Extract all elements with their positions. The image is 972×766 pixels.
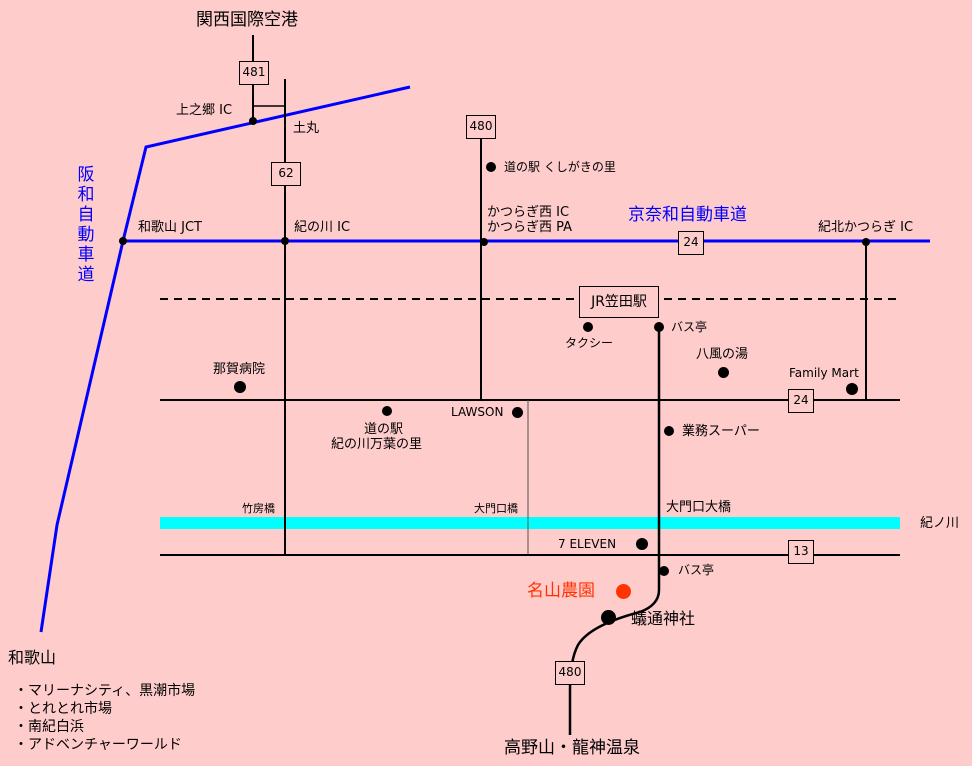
- wakayama-spot: アドベンチャーワールド: [14, 736, 195, 754]
- kaminogo-junction: [249, 117, 257, 125]
- michinoeki-marker: [382, 406, 392, 416]
- route-13-sign: 13: [788, 540, 814, 564]
- seven-eleven-label: 7 ELEVEN: [558, 537, 617, 551]
- hanwa-expressway: [39, 85, 411, 633]
- route-480-south-sign: 480: [555, 661, 585, 685]
- bus-stop-1-label: バス亭: [671, 320, 708, 334]
- wakayama-spot: 南紀白浜: [14, 718, 195, 736]
- katsuragi-nishi-junction: [480, 238, 488, 246]
- daimonguchi-ohashi-label: 大門口大橋: [666, 500, 732, 515]
- nayama-farm-marker[interactable]: [616, 584, 631, 599]
- gyomu-super-label: 業務スーパー: [682, 424, 760, 439]
- michinoeki-label-line2: 紀の川万葉の里: [331, 437, 423, 452]
- family-mart-label: Family Mart: [789, 366, 859, 380]
- nayama-farm-label[interactable]: 名山農園: [527, 581, 595, 601]
- gyomu-super-marker: [664, 426, 674, 436]
- wakayama-spot: とれとれ市場: [14, 700, 195, 718]
- naga-hospital-marker: [234, 381, 246, 393]
- taxi-marker: [583, 322, 593, 332]
- lawson-label: LAWSON: [451, 405, 504, 419]
- kushigaki-marker: [486, 162, 496, 172]
- bus-stop-2-label: バス亭: [678, 563, 715, 577]
- route-480-north-sign: 480: [466, 115, 496, 139]
- katsuragi-nishi-ic-label: かつらぎ西 IC: [487, 205, 570, 220]
- takebusa-bridge-label: 竹房橋: [242, 502, 275, 515]
- wakayama-spot: マリーナシティ、黒潮市場: [14, 682, 195, 700]
- naga-hospital-label: 那賀病院: [213, 362, 266, 377]
- wakayama-spots-list: マリーナシティ、黒潮市場 とれとれ市場 南紀白浜 アドベンチャーワールド: [14, 682, 195, 754]
- happuu-label: 八風の湯: [696, 347, 749, 362]
- kushigaki-label: 道の駅 くしがきの里: [504, 160, 616, 174]
- hetsu-shrine-marker: [601, 610, 616, 625]
- kinokawa-ic-label: 紀の川 IC: [294, 220, 351, 235]
- kinokawa-river-label: 紀ノ川: [920, 516, 960, 531]
- happuu-marker: [718, 367, 729, 378]
- hetsu-shrine-label: 蟻通神社: [631, 609, 696, 628]
- family-mart-marker: [846, 383, 858, 395]
- daimonguchi-bridge-label: 大門口橋: [474, 502, 518, 515]
- kinokawa-river: [160, 517, 900, 529]
- route-24-expressway-sign: 24: [678, 231, 704, 255]
- jr-kaseda-station: JR笠田駅: [579, 286, 659, 318]
- lawson-marker: [512, 407, 523, 418]
- route-24-sign: 24: [788, 389, 814, 413]
- katsuragi-nishi-pa-label: かつらぎ西 PA: [487, 220, 573, 235]
- wakayama-jct-junction: [119, 237, 127, 245]
- kaminogo-ic-label: 上之郷 IC: [176, 103, 233, 118]
- route-481-sign: 481: [239, 61, 269, 85]
- seven-eleven-marker: [636, 538, 648, 550]
- kinokawa-ic-junction: [281, 237, 289, 245]
- hanwa-expressway-label: 阪和自動車道: [77, 165, 95, 285]
- wakayama-label: 和歌山: [8, 648, 57, 667]
- michinoeki-label-line1: 道の駅: [364, 422, 404, 437]
- kihoku-katsuragi-ic-label: 紀北かつらぎ IC: [818, 220, 914, 235]
- keinawa-expressway-label: 京奈和自動車道: [628, 205, 747, 225]
- koyasan-label: 高野山・龍神温泉: [504, 738, 640, 758]
- bus-stop-2-marker: [659, 566, 669, 576]
- bus-stop-1-marker: [654, 322, 664, 332]
- kihoku-junction: [862, 238, 870, 246]
- taxi-label: タクシー: [565, 336, 614, 350]
- wakayama-jct-label: 和歌山 JCT: [138, 220, 202, 235]
- tsuchimaru-label: 土丸: [293, 121, 320, 136]
- route-62-sign: 62: [271, 162, 301, 186]
- airport-label: 関西国際空港: [196, 10, 298, 30]
